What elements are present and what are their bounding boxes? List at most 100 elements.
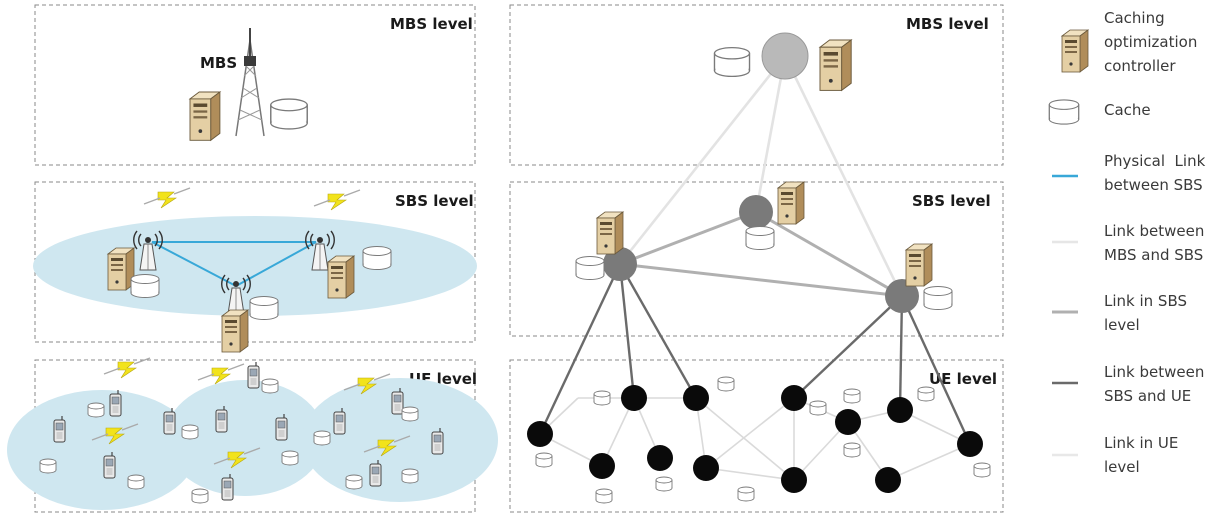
legend-line: Link in UE (1104, 434, 1179, 452)
user-phone-icon (369, 459, 382, 487)
user-phone-icon (333, 407, 346, 435)
right-mbs-level-box (509, 4, 1004, 166)
sbs-controller-server-icon (777, 181, 805, 225)
ue-node-caches (535, 376, 991, 504)
sbs-controller-server-icon (596, 211, 624, 255)
left-mbs-level-label: MBS level (390, 15, 473, 33)
mbs-tower-label: MBS (200, 54, 237, 72)
legend-line: between SBS (1104, 176, 1203, 194)
sbs-node (603, 247, 637, 281)
ue-coverage-area (165, 380, 325, 496)
sbs-controller-server-icon (905, 243, 933, 287)
sbs-controller-server-icon (221, 309, 249, 353)
ue-cache-icon (843, 388, 861, 404)
sbs-level-links (619, 210, 903, 298)
ue-cache-icon (313, 430, 331, 446)
legend-cache-cylinder-icon (1048, 99, 1080, 125)
ue-cache-icon (595, 488, 613, 504)
right-sbs-level-label: SBS level (912, 192, 991, 210)
sbs-controller-server-icon (107, 247, 135, 291)
legend-line: Caching (1104, 9, 1165, 27)
ue-node (875, 467, 901, 493)
ue-node (693, 455, 719, 481)
user-phone-icon (247, 361, 260, 389)
ue-cache-icon (39, 458, 57, 474)
ue-cache-icon (655, 476, 673, 492)
legend-line: controller (1104, 57, 1176, 75)
ue-nodes (527, 385, 983, 493)
user-phone-icon (163, 407, 176, 435)
sbs-cache-icon (923, 286, 953, 310)
mbs-cache-icon (713, 47, 751, 77)
wireless-bolt-icon (313, 189, 361, 211)
ue-cache-icon (593, 390, 611, 406)
ue-cache-icon (917, 386, 935, 402)
legend-physical-link-label: Physical Link between SBS (1104, 149, 1205, 197)
legend-line: level (1104, 316, 1140, 334)
right-ue-level-box (509, 359, 1004, 513)
ue-node (957, 431, 983, 457)
mbs-tower-icon (235, 28, 265, 137)
legend-line: Link between (1104, 222, 1205, 240)
wireless-bolt-icon (143, 187, 191, 209)
legend-sbs-level-link-label: Link in SBS level (1104, 289, 1187, 337)
legend-cache-label: Cache (1104, 98, 1151, 122)
sbs-cache-icon (249, 296, 279, 320)
wireless-bolt-icon (103, 357, 151, 379)
user-phone-icon (391, 387, 404, 415)
ue-cache-icon (87, 402, 105, 418)
ue-node (589, 453, 615, 479)
ue-cache-icon (127, 474, 145, 490)
sbs-node (885, 279, 919, 313)
sbs-cache-icon (745, 226, 775, 250)
ue-node (621, 385, 647, 411)
ue-cache-icon (737, 486, 755, 502)
ue-cache-icon (345, 474, 363, 490)
ue-cache-icon (281, 450, 299, 466)
ue-node (781, 385, 807, 411)
left-sbs-level-label: SBS level (395, 192, 474, 210)
sbs-controller-server-icon (327, 255, 355, 299)
legend-line: Link in SBS (1104, 292, 1187, 310)
user-phone-icon (103, 451, 116, 479)
ue-cache-icon (261, 378, 279, 394)
ue-node (527, 421, 553, 447)
user-phone-icon (275, 413, 288, 441)
legend-mbs-sbs-link-label: Link between MBS and SBS (1104, 219, 1204, 267)
right-sbs-level-box (509, 181, 1004, 337)
left-mbs-level-box (34, 4, 476, 166)
ue-cache-icon (535, 452, 553, 468)
mbs-node (761, 32, 809, 80)
user-phone-icon (431, 427, 444, 455)
ue-node (781, 467, 807, 493)
ue-cache-icon (181, 424, 199, 440)
user-phone-icon (221, 473, 234, 501)
user-phone-icon (215, 405, 228, 433)
sbs-node (739, 195, 773, 229)
ue-node (683, 385, 709, 411)
mbs-controller-server-icon (189, 91, 221, 141)
legend-server-icon (1061, 29, 1089, 73)
mbs-sbs-links (618, 55, 904, 297)
mbs-cache-icon (270, 98, 308, 130)
ue-cache-icon (191, 488, 209, 504)
sbs-cache-icon (130, 274, 160, 298)
ue-cache-icon (401, 406, 419, 422)
sbs-ue-links (538, 263, 972, 445)
mbs-controller-server-icon (819, 39, 852, 92)
sbs-cache-icon (362, 246, 392, 270)
right-mbs-level-label: MBS level (906, 15, 989, 33)
user-phone-icon (53, 415, 66, 443)
ue-cache-icon (843, 442, 861, 458)
ue-cache-icon (401, 468, 419, 484)
right-ue-level-label: UE level (929, 370, 997, 388)
legend-line: Cache (1104, 101, 1151, 119)
legend-line: Link between (1104, 363, 1205, 381)
ue-node (647, 445, 673, 471)
ue-cache-icon (973, 462, 991, 478)
ue-cache-icon (809, 400, 827, 416)
legend-line: level (1104, 458, 1140, 476)
legend-ue-level-link-label: Link in UE level (1104, 431, 1178, 479)
